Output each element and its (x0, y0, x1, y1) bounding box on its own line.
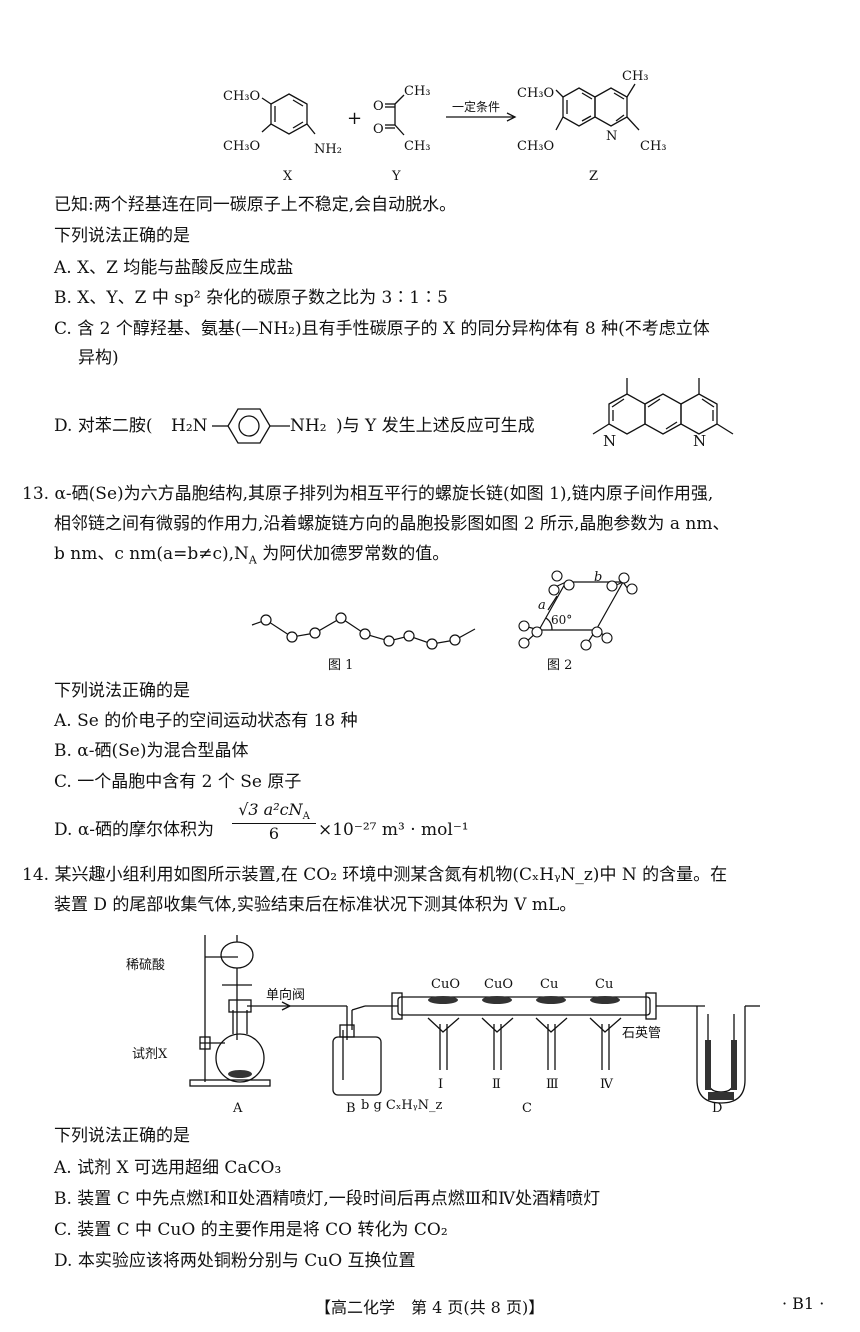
fraction-denominator: 6 (268, 824, 280, 844)
label-device-d: D (712, 1101, 722, 1116)
label-burner-4: Ⅳ (600, 1077, 614, 1092)
y-oxygen-2: O (373, 122, 384, 137)
reaction-condition: 一定条件 (452, 99, 500, 114)
x-substituent-1: CH₃O (223, 89, 260, 104)
q14-option-a: A. 试剂 X 可选用超细 CaCO₃ (54, 1158, 282, 1178)
label-device-c: C (522, 1101, 532, 1116)
fraction-numerator: √3 a²cNA (232, 800, 316, 825)
q12-option-c-line1: C. 含 2 个醇羟基、氨基(—NH₂)且有手性碳原子的 X 的同分异构体有 8… (54, 319, 710, 339)
y-label: Y (391, 169, 401, 184)
q14-option-c: C. 装置 C 中 CuO 的主要作用是将 CO 转化为 CO₂ (54, 1220, 448, 1240)
molar-volume-fraction: √3 a²cNA 6 (232, 800, 316, 843)
q13-option-a: A. Se 的价电子的空间运动状态有 18 种 (54, 711, 358, 731)
label-reagent-x: 试剂X (132, 1047, 168, 1062)
q13-option-d-suffix: ×10⁻²⁷ m³ · mol⁻¹ (318, 820, 469, 840)
q13-stem-line1: 13. α-硒(Se)为六方晶胞结构,其原子排列为相互平行的螺旋长链(如图 1)… (22, 484, 714, 504)
page-footer: 【高二化学 第 4 页(共 8 页)】 (315, 1298, 545, 1317)
y-methyl-bottom: CH₃ (404, 139, 431, 154)
figure-2-angle: 60° (551, 613, 572, 627)
q12-option-d-h2n: H₂N (171, 416, 208, 436)
q14-stem-line2: 装置 D 的尾部收集气体,实验结束后在标准状况下测其体积为 V mL。 (54, 895, 577, 915)
label-dilute-sulfuric-acid: 稀硫酸 (126, 958, 165, 973)
reaction-scheme: CH₃O CH₃O NH₂ X + O O CH₃ CH₃ Y 一定条件 CH₃… (223, 69, 667, 184)
plus-sign: + (347, 108, 362, 129)
figure-2-cell-projection: b a 60° (518, 570, 638, 651)
label-device-a: A (232, 1101, 243, 1116)
label-cu-1: Cu (540, 977, 558, 992)
q12-option-d-suffix: )与 Y 发生上述反应可生成 (336, 416, 535, 436)
q14-option-b: B. 装置 C 中先点燃Ⅰ和Ⅱ处酒精喷灯,一段时间后再点燃Ⅲ和Ⅳ处酒精喷灯 (54, 1189, 601, 1209)
q12-option-a: A. X、Z 均能与盐酸反应生成盐 (54, 258, 294, 278)
tricyclic-product-structure: N N (592, 378, 734, 450)
apparatus-diagram: 稀硫酸 单向阀 试剂X CuO CuO Cu Cu 石英管 b g CₓHᵧN_… (126, 935, 760, 1116)
page-code: · B1 · (782, 1294, 825, 1313)
q14-option-d: D. 本实验应该将两处铜粉分别与 CuO 互换位置 (54, 1251, 416, 1271)
label-device-b: B (346, 1101, 356, 1116)
y-oxygen-1: O (373, 99, 384, 114)
label-one-way-valve: 单向阀 (266, 987, 305, 1003)
q12-option-d-prefix: D. 对苯二胺( (54, 416, 153, 436)
x-amino: NH₂ (314, 142, 342, 157)
label-burner-2: Ⅱ (492, 1077, 501, 1092)
q13-stem-line3: b nm、c nm(a=b≠c),NA 为阿伏加德罗常数的值。 (54, 544, 450, 567)
figure-1-caption: 图 1 (328, 658, 354, 673)
label-cu-2: Cu (595, 977, 613, 992)
q12-option-b: B. X、Y、Z 中 sp² 杂化的碳原子数之比为 3∶1∶5 (54, 288, 448, 308)
z-methyl-right: CH₃ (640, 139, 667, 154)
z-methyl-top: CH₃ (622, 69, 649, 84)
label-burner-3: Ⅲ (546, 1077, 559, 1092)
y-methyl-top: CH₃ (404, 84, 431, 99)
q12-option-c-line2: 异构) (78, 348, 119, 368)
q14-stem-line1: 14. 某兴趣小组利用如图所示装置,在 CO₂ 环境中测某含氮有机物(CₓHᵧN… (22, 865, 728, 885)
figure-2-param-b: b (594, 570, 602, 585)
x-label: X (283, 169, 293, 184)
q13-prompt: 下列说法正确的是 (54, 681, 190, 701)
z-nitrogen: N (606, 129, 617, 144)
z-substituent-1: CH₃O (517, 86, 554, 101)
product-nitrogen-2: N (693, 432, 706, 450)
label-sample: b g CₓHᵧN_z (361, 1098, 442, 1113)
label-quartz-tube: 石英管 (622, 1026, 661, 1041)
q13-stem-line2: 相邻链之间有微弱的作用力,沿着螺旋链方向的晶胞投影图如图 2 所示,晶胞参数为 … (54, 514, 730, 534)
z-label: Z (589, 169, 598, 184)
label-cuo-1: CuO (431, 977, 460, 992)
q12-prompt: 下列说法正确的是 (54, 226, 190, 246)
q12-option-d-nh2: NH₂ (290, 416, 327, 436)
q13-option-d-prefix: D. α-硒的摩尔体积为 (54, 820, 215, 840)
label-burner-1: Ⅰ (438, 1077, 443, 1092)
z-substituent-2: CH₃O (517, 139, 554, 154)
q14-prompt: 下列说法正确的是 (54, 1126, 190, 1146)
q13-option-b: B. α-硒(Se)为混合型晶体 (54, 741, 249, 761)
p-phenylenediamine-ring (212, 408, 290, 444)
label-cuo-2: CuO (484, 977, 513, 992)
x-substituent-2: CH₃O (223, 139, 260, 154)
figure-1-helix-chain (251, 612, 476, 650)
figure-2-param-a: a (538, 598, 546, 613)
figure-2-caption: 图 2 (547, 658, 573, 673)
q12-known: 已知:两个羟基连在同一碳原子上不稳定,会自动脱水。 (54, 195, 457, 215)
product-nitrogen-1: N (603, 432, 616, 450)
q13-option-c: C. 一个晶胞中含有 2 个 Se 原子 (54, 772, 302, 792)
